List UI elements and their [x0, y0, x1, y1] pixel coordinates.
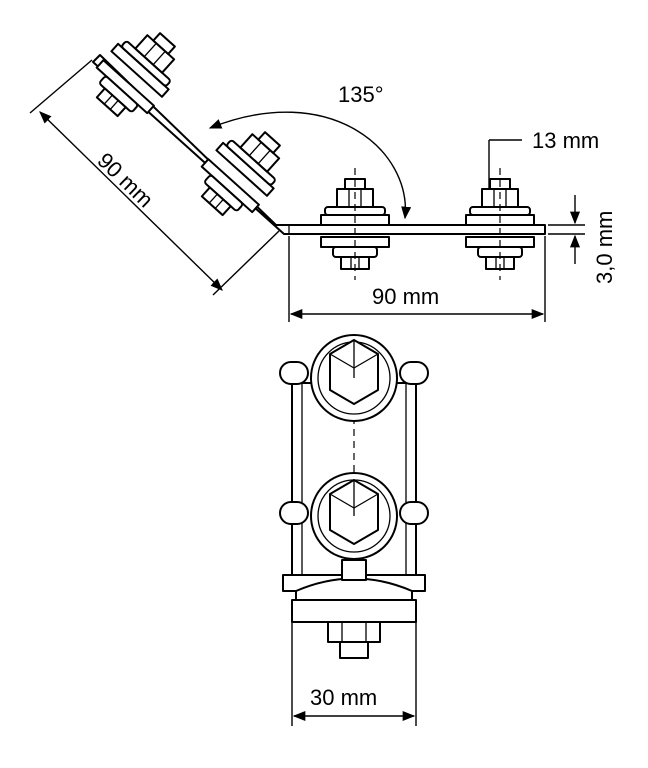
angle-strap-side-view [92, 54, 546, 235]
width-label: 30 mm [310, 685, 377, 710]
connector-front-view [279, 334, 429, 659]
angle-dimension: 135° [208, 82, 412, 220]
diagonal-length-label: 90 mm [93, 148, 159, 213]
clamp-diagonal-1 [80, 16, 194, 131]
width-dimension: 30 mm [291, 622, 417, 726]
clamp-horizontal-1 [320, 168, 390, 280]
angle-label: 135° [338, 82, 384, 107]
horizontal-length-label: 90 mm [372, 284, 439, 309]
thickness-label: 3,0 mm [592, 211, 617, 284]
bolt-spacing-label: 13 mm [532, 128, 599, 153]
horizontal-length-dimension: 90 mm [288, 236, 546, 322]
clamp-horizontal-2 [465, 168, 535, 280]
bolt-top-front [310, 334, 398, 422]
clamp-diagonal-2 [185, 115, 299, 230]
thickness-dimension: 3,0 mm [548, 195, 617, 284]
bolt-spacing-dimension: 13 mm [488, 128, 599, 190]
bolt-bottom-front [310, 472, 398, 560]
diagonal-length-dimension: 90 mm [29, 59, 280, 296]
